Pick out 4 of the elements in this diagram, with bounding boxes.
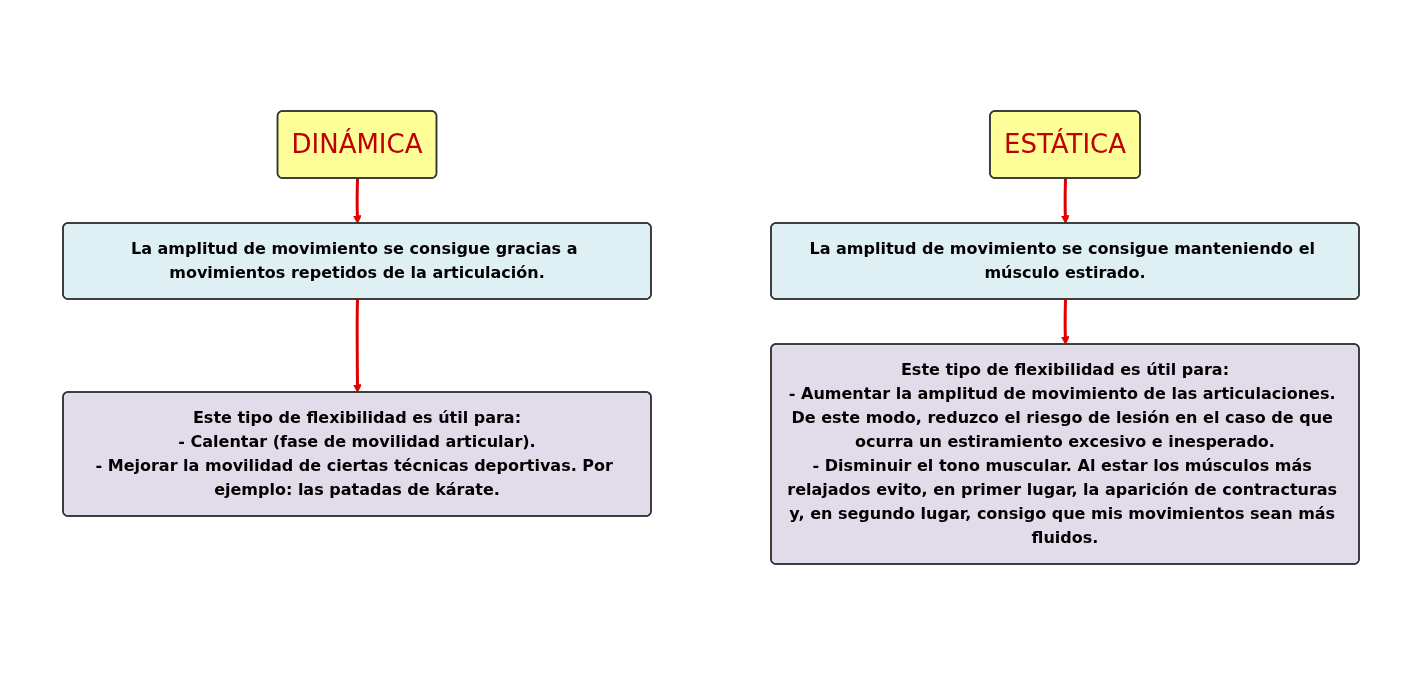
arrow [1060, 298, 1070, 345]
arrow [352, 177, 362, 224]
arrow [352, 298, 362, 393]
arrow [1060, 177, 1070, 224]
